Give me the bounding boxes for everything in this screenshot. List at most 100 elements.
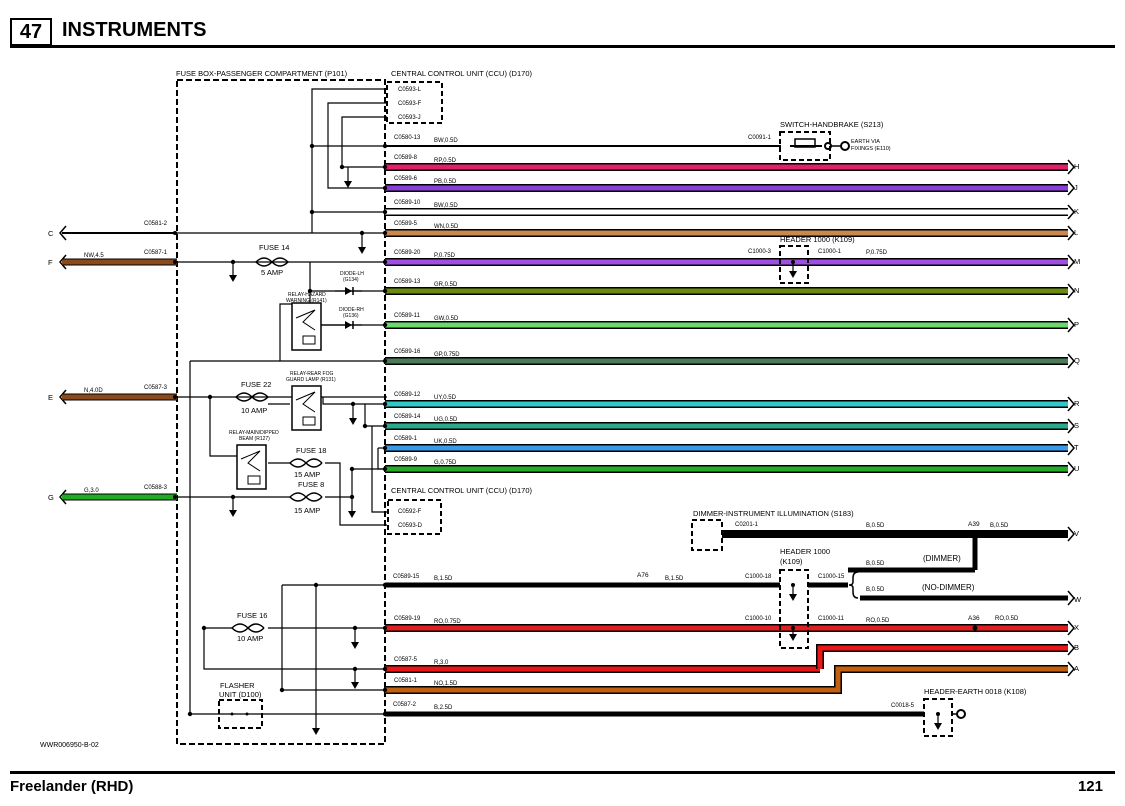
fuse-22-rating: 10 AMP	[241, 406, 267, 415]
wire-L-connector: C0589-5	[394, 221, 418, 227]
fuse-16-rating: 10 AMP	[237, 634, 263, 643]
header-1000-top-label: HEADER 1000 (K109)	[780, 235, 855, 244]
wire-end-M: M	[1074, 257, 1080, 266]
header-m-wire: P,0.75D	[866, 250, 888, 256]
input-connector-C: C0581-2	[144, 221, 168, 227]
header-1000-bottom-code: (K109)	[780, 557, 803, 566]
input-wire-F: NW,4.5	[84, 253, 104, 259]
junction-dot	[339, 164, 345, 170]
junction-dot	[349, 466, 355, 472]
wire-R-connector: C0589-12	[394, 392, 421, 398]
junction-dot	[382, 185, 388, 191]
junction-dot	[309, 209, 315, 215]
wire-A-connector: C0581-1	[394, 678, 418, 684]
relay-hazard-label: RELAY-HAZARD	[288, 292, 326, 298]
ccu-bottom-pin-2: C0593-D	[398, 523, 423, 529]
input-connector-G: C0588-3	[144, 485, 168, 491]
input-wire-E: N,4.0D	[84, 388, 103, 394]
earth-circuit: C0587-2 B,2.5D C0018-5 HEADER-EARTH 0018…	[385, 687, 1027, 737]
fuse-22-label: FUSE 22	[241, 380, 271, 389]
junction-dot	[382, 164, 388, 170]
footer-page-number: 121	[1077, 778, 1103, 795]
wire-R-spec: UY,0.5D	[434, 395, 457, 401]
wire-Q-spec: GP,0.75D	[434, 352, 460, 358]
flasher-unit: FLASHER UNIT (D100)	[218, 681, 263, 729]
wire-end-S: S	[1074, 421, 1079, 430]
junction-dot	[350, 401, 356, 407]
junction-dot	[352, 666, 358, 672]
junction-dot	[382, 288, 388, 294]
wire-L-spec: WN,0.5D	[434, 224, 459, 230]
fuse-16: FUSE 16 10 AMP	[231, 611, 267, 643]
ccu-top-pin-2: C0593-F	[398, 101, 422, 107]
wire-end-W: W	[1074, 595, 1082, 604]
junction-dot	[201, 625, 207, 631]
header-1000-bottom: HEADER 1000 (K109)	[779, 547, 830, 649]
wire-H-spec: RP,0.5D	[434, 158, 457, 164]
dimmer-wire2: B,0.5D	[990, 523, 1009, 529]
left-input-wires: CC0581-2FC0587-1NW,4.5EC0587-3N,4.0DGC05…	[48, 221, 177, 505]
relay-hazard-code: WARNING (R141)	[286, 298, 327, 304]
wire-end-R: R	[1074, 399, 1080, 408]
wire-end-L: L	[1074, 228, 1078, 237]
dimmer-wire: B,0.5D	[866, 523, 885, 529]
wire-H-connector: C0589-8	[394, 155, 418, 161]
wire-M-connector: C0589-20	[394, 250, 421, 256]
input-connector-F: C0587-1	[144, 250, 168, 256]
junction-dot	[382, 322, 388, 328]
header-1000-bottom-label: HEADER 1000	[780, 547, 830, 556]
handbrake-switch-connector: C0091-1	[748, 135, 772, 141]
switch-handbrake-label: SWITCH-HANDBRAKE (S213)	[780, 120, 884, 129]
wire-end-H: H	[1074, 162, 1079, 171]
input-letter-E: E	[48, 393, 53, 402]
b-header-right: C1000-15	[818, 574, 845, 580]
wire-end-J: J	[1074, 183, 1078, 192]
junction-dot	[352, 625, 358, 631]
wire-end-V: V	[1074, 529, 1079, 538]
junction-dot	[382, 666, 388, 672]
relay-main-label: RELAY-MAIN/DIPPED	[229, 430, 279, 436]
b-wire-wire: B,1.5D	[434, 576, 453, 582]
wire-N-connector: C0589-13	[394, 279, 421, 285]
junction-dot	[382, 358, 388, 364]
fuse-18-rating: 15 AMP	[294, 470, 320, 479]
drawing-reference: WWR006950-B-02	[40, 742, 99, 749]
header-rule	[10, 45, 1115, 48]
relay-rear-fog-code: GUARD LAMP (R131)	[286, 377, 336, 383]
wire-end-P: P	[1074, 320, 1079, 329]
dimmer-connector: C0201-1	[735, 522, 759, 528]
diode-rh-code: (G136)	[343, 313, 359, 319]
dimmer-circuit: DIMMER-INSTRUMENT ILLUMINATION (S183) C0…	[691, 509, 1009, 592]
wire-M-spec: P,0.75D	[434, 253, 456, 259]
dimmer-option-label: (DIMMER)	[923, 554, 961, 563]
junction-dot	[230, 494, 236, 500]
handbrake-wire: BW,0.5D	[434, 138, 458, 144]
fuse-box-outline	[176, 79, 386, 745]
dimmer-splice: A39	[968, 521, 980, 528]
wire-P-connector: C0589-11	[394, 313, 421, 319]
diode-rh-label: DIODE-RH	[339, 307, 364, 313]
footer-rule	[10, 771, 1115, 774]
handbrake-connector: C0580-13	[394, 135, 421, 141]
b-nodim-wire: B,0.5D	[866, 587, 885, 593]
junction-dot	[187, 711, 193, 717]
wire-U-connector: C0589-9	[394, 457, 418, 463]
wire-J-spec: PB,0.5D	[434, 179, 457, 185]
ccu-bottom-pin-1: C0592-F	[398, 509, 422, 515]
wire-end-A: A	[1074, 664, 1079, 673]
flasher-code: UNIT (D100)	[219, 690, 262, 699]
fuse-18: FUSE 18 15 AMP	[289, 446, 326, 479]
ccu-top-label: CENTRAL CONTROL UNIT (CCU) (D170)	[391, 69, 532, 78]
fuse-18-label: FUSE 18	[296, 446, 326, 455]
relay-rear-fog-label: RELAY-REAR FOG	[290, 371, 333, 377]
wire-W: W	[1067, 590, 1082, 606]
fuse-8-rating: 15 AMP	[294, 506, 320, 515]
wire-B-connector: C0587-5	[394, 657, 418, 663]
relay-hazard: RELAY-HAZARD WARNING (R141)	[286, 292, 327, 351]
